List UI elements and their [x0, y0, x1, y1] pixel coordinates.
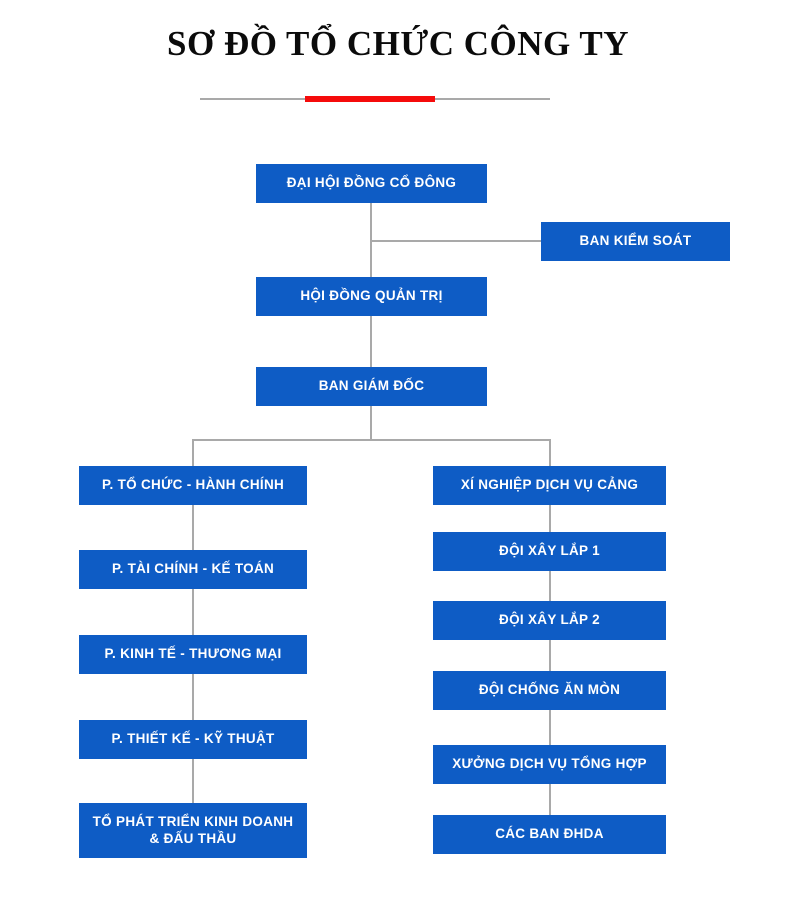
node-supervisory-board[interactable]: BAN KIỂM SOÁT [541, 222, 730, 261]
node-finance-accounting[interactable]: P. TÀI CHÍNH - KẾ TOÁN [79, 550, 307, 589]
node-anticorrosion-team[interactable]: ĐỘI CHỐNG ĂN MÒN [433, 671, 666, 710]
node-management-board[interactable]: BAN GIÁM ĐỐC [256, 367, 487, 406]
connector-management-split-bar [192, 439, 551, 441]
connector-management-stem [370, 406, 372, 440]
connector-board-to-management [370, 316, 372, 367]
connector-right-5-6 [549, 784, 551, 816]
node-project-management-boards[interactable]: CÁC BAN ĐHDA [433, 815, 666, 854]
connector-right-1-2 [549, 505, 551, 533]
connector-left-1-2 [192, 505, 194, 551]
node-business-development-bidding[interactable]: TỔ PHÁT TRIỂN KINH DOANH & ĐẤU THẦU [79, 803, 307, 858]
connector-left-2-3 [192, 589, 194, 636]
connector-right-4-5 [549, 710, 551, 746]
node-general-services-workshop[interactable]: XƯỞNG DỊCH VỤ TỔNG HỢP [433, 745, 666, 784]
node-shareholders-meeting[interactable]: ĐẠI HỘI ĐỒNG CỔ ĐÔNG [256, 164, 487, 203]
node-port-services-enterprise[interactable]: XÍ NGHIỆP DỊCH VỤ CẢNG [433, 466, 666, 505]
node-construction-team-2[interactable]: ĐỘI XÂY LẮP 2 [433, 601, 666, 640]
node-economics-commerce[interactable]: P. KINH TẾ - THƯƠNG MẠI [79, 635, 307, 674]
connector-left-4-5 [192, 759, 194, 804]
connector-left-branch-descender [192, 439, 194, 467]
connector-left-3-4 [192, 674, 194, 721]
title-divider-accent [305, 96, 435, 102]
connector-right-branch-descender [549, 439, 551, 467]
node-board-of-directors[interactable]: HỘI ĐỒNG QUẢN TRỊ [256, 277, 487, 316]
node-construction-team-1[interactable]: ĐỘI XÂY LẮP 1 [433, 532, 666, 571]
node-organization-administration[interactable]: P. TỔ CHỨC - HÀNH CHÍNH [79, 466, 307, 505]
node-design-engineering[interactable]: P. THIẾT KẾ - KỸ THUẬT [79, 720, 307, 759]
connector-right-3-4 [549, 640, 551, 672]
connector-shareholders-to-supervisory [370, 240, 542, 242]
connector-right-2-3 [549, 571, 551, 602]
page-title: SƠ ĐỒ TỔ CHỨC CÔNG TY [167, 24, 629, 63]
